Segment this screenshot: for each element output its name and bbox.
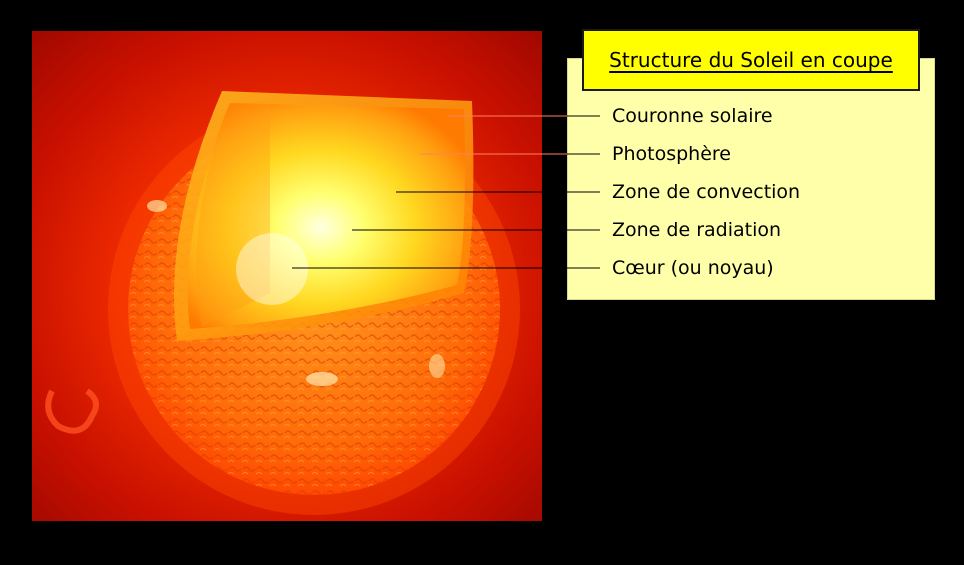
diagram-title: Structure du Soleil en coupe (609, 48, 893, 72)
solar-prominence (45, 388, 99, 434)
title-box: Structure du Soleil en coupe (582, 29, 920, 91)
cut-plane-shading (196, 101, 270, 327)
facula-spot (429, 354, 445, 378)
label-photosphere: Photosphère (612, 143, 731, 165)
label-radiation-zone: Zone de radiation (612, 219, 782, 241)
interior-layers (187, 103, 466, 329)
facula-spot (306, 372, 338, 386)
sun-cutaway-image (32, 31, 542, 521)
core-highlight (236, 233, 308, 305)
facula-spot (147, 200, 167, 212)
label-corona: Couronne solaire (612, 105, 773, 127)
label-core: Cœur (ou noyau) (612, 257, 774, 279)
label-convection-zone: Zone de convection (612, 181, 801, 203)
legend-panel (567, 58, 935, 300)
